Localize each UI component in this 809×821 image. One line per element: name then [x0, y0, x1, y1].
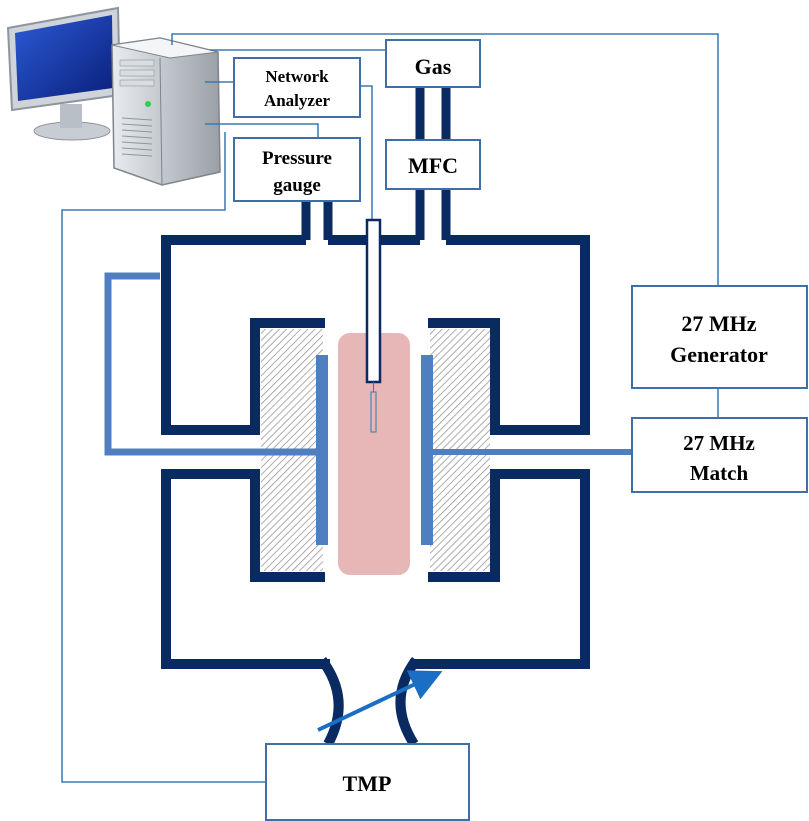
network-analyzer-label-line1: Network [265, 67, 329, 86]
electrodes [104, 272, 632, 545]
mfc-label: MFC [408, 153, 458, 178]
generator-label-line2: Generator [670, 342, 768, 367]
chamber-upper-left [161, 235, 325, 435]
mfc-box [385, 139, 481, 190]
match-label-line2: Match [690, 461, 749, 485]
vacuum-chamber [161, 235, 590, 669]
wire-computer-tmp [61, 132, 266, 783]
signal-wires [61, 33, 719, 783]
wire-network-probe [360, 85, 373, 220]
pressure-gauge-label-line1: Pressure [262, 148, 332, 169]
gas-lines [301, 88, 451, 240]
valve-arrow [317, 670, 443, 732]
pressure-gauge-box [233, 137, 361, 202]
generator-label-line1: 27 MHz [681, 311, 756, 336]
computer-icon [6, 6, 221, 186]
gas-label: Gas [415, 54, 452, 79]
gas-box [385, 39, 481, 88]
ground-electrode-feed [104, 272, 322, 456]
wire-computer-pressure [205, 123, 319, 138]
match-box [631, 417, 808, 493]
right-electrode [421, 355, 433, 545]
chamber-lower-left [161, 469, 330, 669]
tmp-label: TMP [343, 771, 392, 796]
network-analyzer-box [233, 57, 361, 118]
match-label-line1: 27 MHz [683, 431, 755, 455]
probe [365, 218, 382, 433]
tmp-box [265, 743, 470, 821]
generator-box [631, 285, 808, 389]
pump-valve [317, 657, 443, 747]
chamber-lower-right [410, 469, 590, 669]
network-analyzer-label-line2: Analyzer [264, 91, 331, 110]
plasma-region [338, 333, 410, 575]
chamber-upper-right [428, 235, 590, 435]
left-electrode [316, 355, 328, 545]
pressure-gauge-label-line2: gauge [273, 175, 321, 196]
wire-computer-generator [171, 33, 719, 286]
